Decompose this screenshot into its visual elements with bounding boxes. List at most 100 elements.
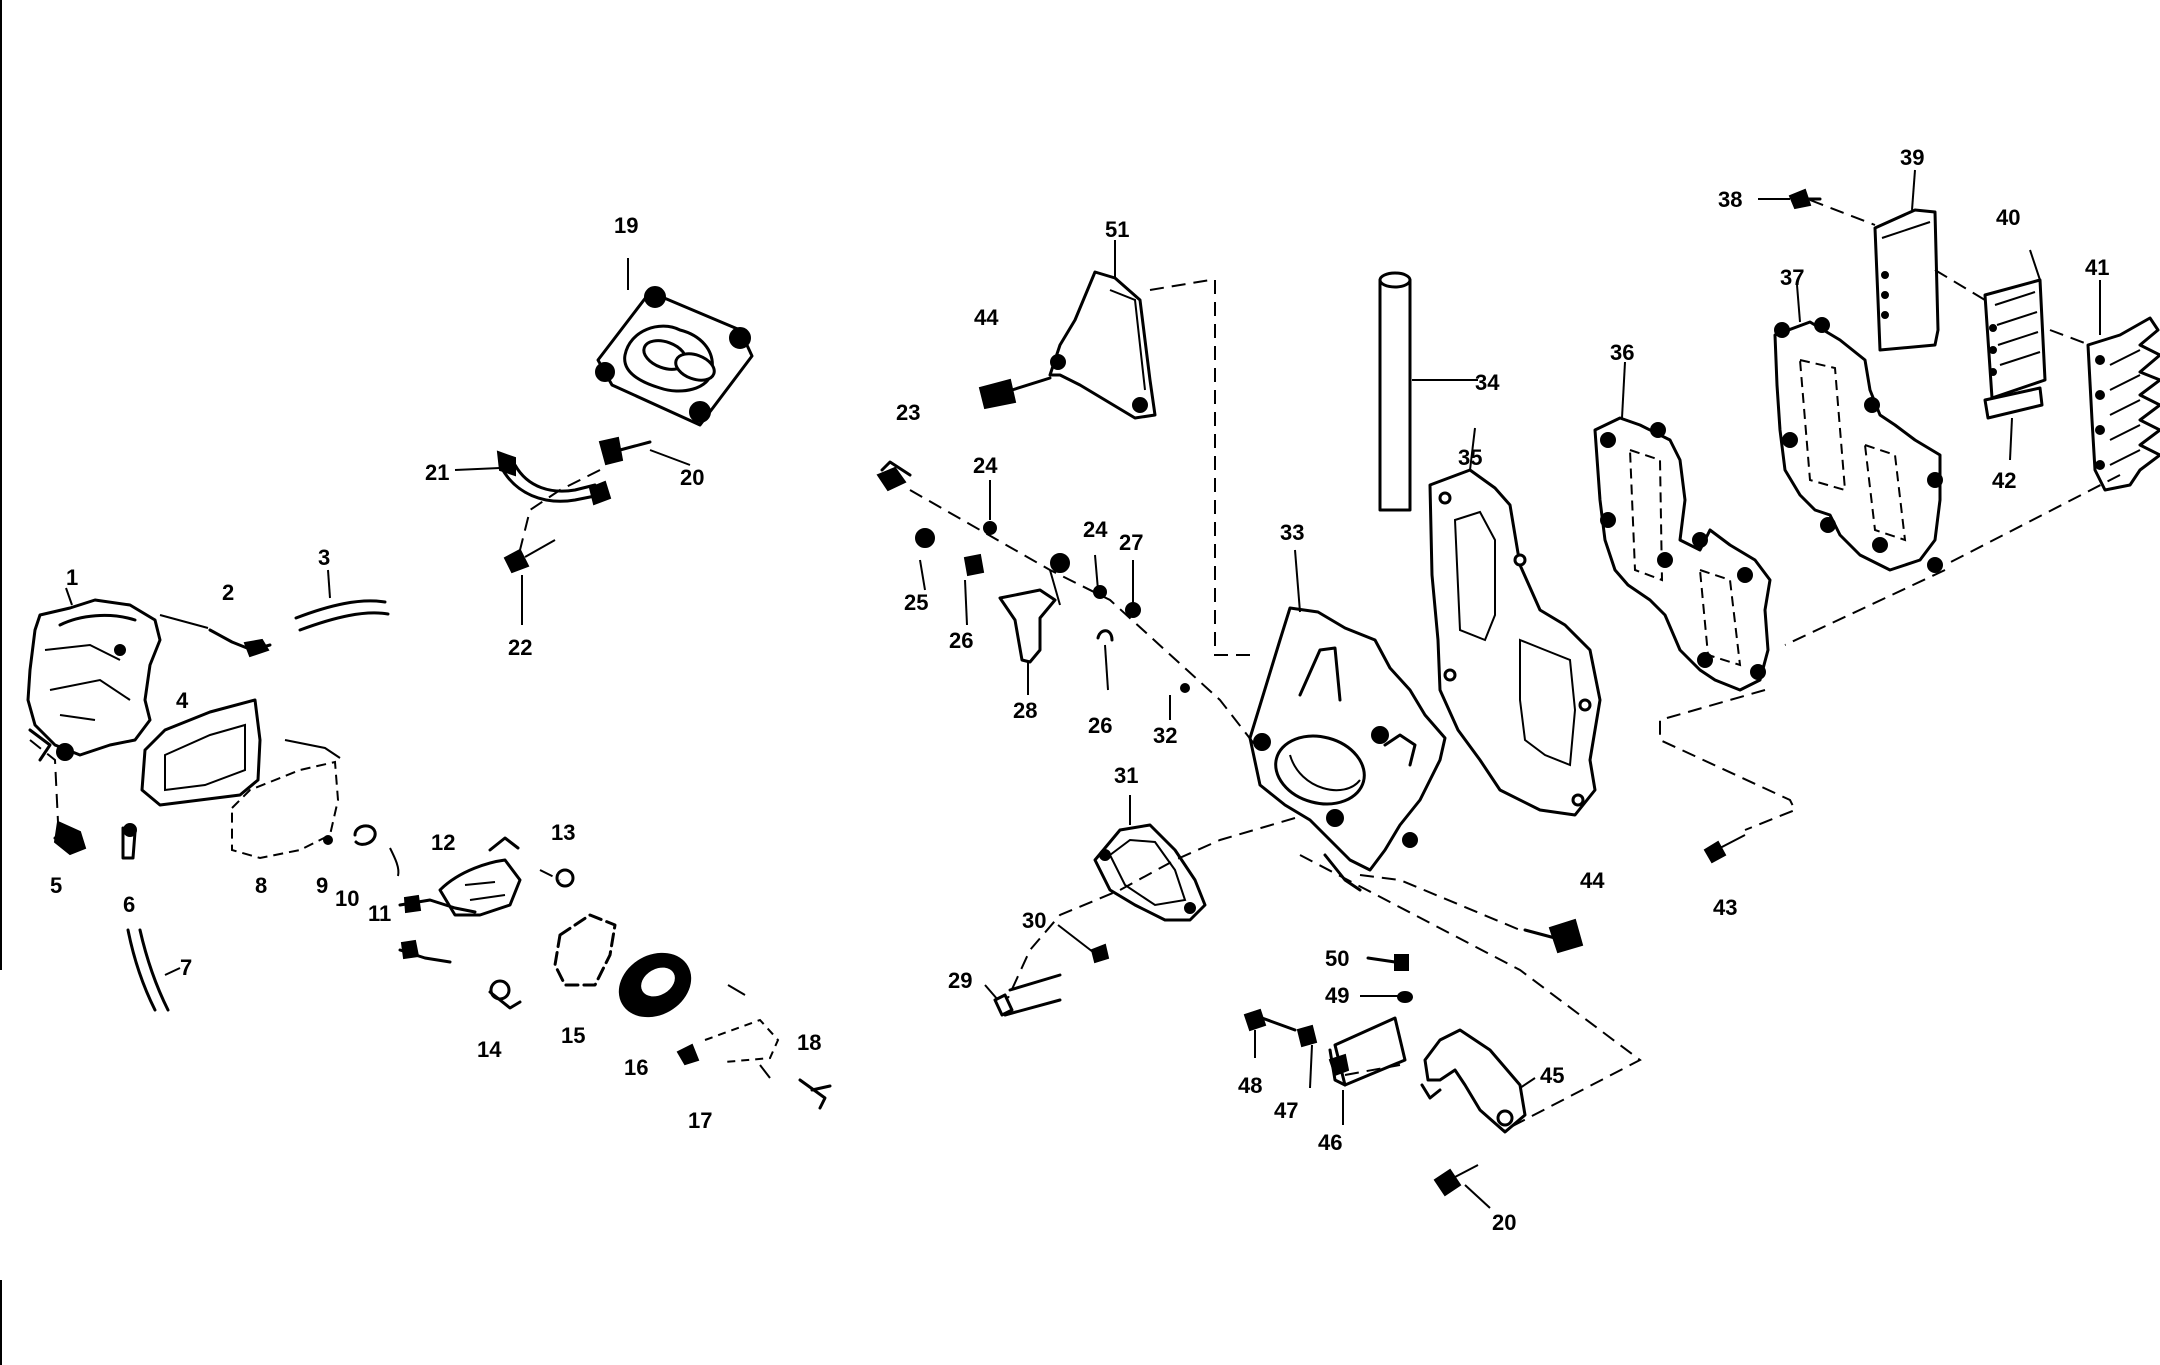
callout-24-a: 24 — [973, 453, 998, 478]
callout-15: 15 — [561, 1023, 585, 1048]
part-31-gasket — [1093, 823, 1207, 922]
callout-1: 1 — [66, 565, 78, 590]
part-27-nut — [1125, 602, 1141, 618]
part-23-screw — [876, 460, 912, 492]
part-43-screw — [1703, 834, 1746, 864]
callout-35: 35 — [1458, 445, 1482, 470]
callout-41: 41 — [2085, 255, 2109, 280]
part-3-fuel-line — [294, 599, 390, 632]
callout-21: 21 — [425, 460, 449, 485]
callout-10: 10 — [335, 886, 359, 911]
callout-4: 4 — [176, 688, 189, 713]
callout-2: 2 — [222, 580, 234, 605]
part-26-washer-b — [1096, 629, 1114, 642]
part-32-pin — [1180, 683, 1190, 693]
part-29-screw — [993, 973, 1062, 1017]
callout-46: 46 — [1318, 1130, 1342, 1155]
part-42-strip — [1983, 386, 2044, 420]
part-6-fitting — [121, 823, 137, 860]
callout-50: 50 — [1325, 946, 1349, 971]
callout-12: 12 — [431, 830, 455, 855]
callout-37: 37 — [1780, 265, 1804, 290]
part-24-small-nut — [983, 521, 997, 535]
callout-29: 29 — [948, 968, 972, 993]
callout-19: 19 — [614, 213, 638, 238]
part-26-washer — [963, 553, 985, 577]
callout-31: 31 — [1114, 763, 1138, 788]
callout-11: 11 — [368, 901, 391, 926]
callout-45: 45 — [1540, 1063, 1564, 1088]
part-39-reed-stop — [1873, 208, 1940, 352]
part-15-nozzle-housing — [553, 913, 617, 987]
callout-20-top: 20 — [680, 465, 704, 490]
part-19-carburetor-adapter — [595, 286, 754, 427]
callout-17: 17 — [688, 1108, 712, 1133]
callout-38: 38 — [1718, 187, 1742, 212]
callout-7: 7 — [180, 955, 192, 980]
callout-44-a: 44 — [974, 305, 999, 330]
callout-18: 18 — [797, 1030, 821, 1055]
part-20-screw-top — [598, 436, 652, 466]
part-17-needle-valve-parts — [676, 984, 780, 1079]
part-9-pin — [323, 835, 333, 845]
callout-22: 22 — [508, 635, 532, 660]
callout-32: 32 — [1153, 723, 1177, 748]
part-49-washer — [1397, 991, 1413, 1003]
leader-lines — [65, 169, 2101, 1209]
callout-39: 39 — [1900, 145, 1924, 170]
callout-14: 14 — [477, 1037, 502, 1062]
part-2-fuel-fitting — [208, 628, 272, 658]
callout-24-b: 24 — [1083, 517, 1108, 542]
part-10-needle-seat — [353, 824, 400, 877]
part-21-clamp — [496, 450, 612, 506]
callout-labels: 1 2 3 4 5 6 7 8 9 10 11 12 13 14 15 16 1… — [50, 145, 2109, 1235]
part-44-bolt-upper — [978, 376, 1052, 410]
part-14-screw — [488, 979, 522, 1010]
part-7-hose — [126, 928, 170, 1012]
part-4-float-bowl-gasket — [140, 698, 262, 807]
callout-33: 33 — [1280, 520, 1304, 545]
part-18-spring-screw — [798, 1078, 832, 1110]
callout-3: 3 — [318, 545, 330, 570]
callout-42: 42 — [1992, 468, 2016, 493]
callout-48: 48 — [1238, 1073, 1262, 1098]
part-25-nut — [915, 528, 935, 548]
part-38-screw — [1788, 188, 1822, 210]
part-51-bracket — [1048, 270, 1157, 420]
callout-27: 27 — [1119, 530, 1143, 555]
callout-5: 5 — [50, 873, 62, 898]
callout-25: 25 — [904, 590, 928, 615]
part-34-tube — [1378, 271, 1412, 512]
callout-9: 9 — [316, 873, 328, 898]
part-50-screw — [1366, 954, 1409, 971]
part-28-lever — [998, 553, 1070, 664]
callout-44-b: 44 — [1580, 868, 1605, 893]
part-36-reed-plate — [1593, 416, 1772, 692]
part-46-block — [1328, 1016, 1407, 1087]
callout-26-a: 26 — [949, 628, 973, 653]
callout-26-b: 26 — [1088, 713, 1112, 738]
assembly-lines — [29, 199, 2121, 1131]
part-48-bolt — [1243, 1008, 1297, 1032]
part-33-intake-manifold — [1248, 606, 1447, 892]
callout-20-bottom: 20 — [1492, 1210, 1516, 1235]
callout-8: 8 — [255, 873, 267, 898]
callout-43: 43 — [1713, 895, 1737, 920]
callout-40: 40 — [1996, 205, 2020, 230]
part-22-screw — [503, 539, 556, 574]
callout-13: 13 — [551, 820, 575, 845]
part-44-bolt-lower — [1523, 918, 1584, 954]
callout-16: 16 — [624, 1055, 648, 1080]
part-37-reed-plate — [1773, 317, 1943, 573]
part-35-gasket — [1428, 468, 1602, 817]
part-11-float-hinge — [398, 894, 477, 964]
part-16-ring-washer — [618, 952, 692, 1018]
part-1-carburetor-body — [26, 598, 162, 762]
callout-6: 6 — [123, 892, 135, 917]
part-30-fitting — [1090, 943, 1110, 964]
part-13-plug — [555, 868, 575, 888]
callout-51: 51 — [1105, 217, 1129, 242]
part-8-bowl-gasket-dashed — [231, 739, 341, 860]
callout-30: 30 — [1022, 908, 1046, 933]
callout-28: 28 — [1013, 698, 1037, 723]
